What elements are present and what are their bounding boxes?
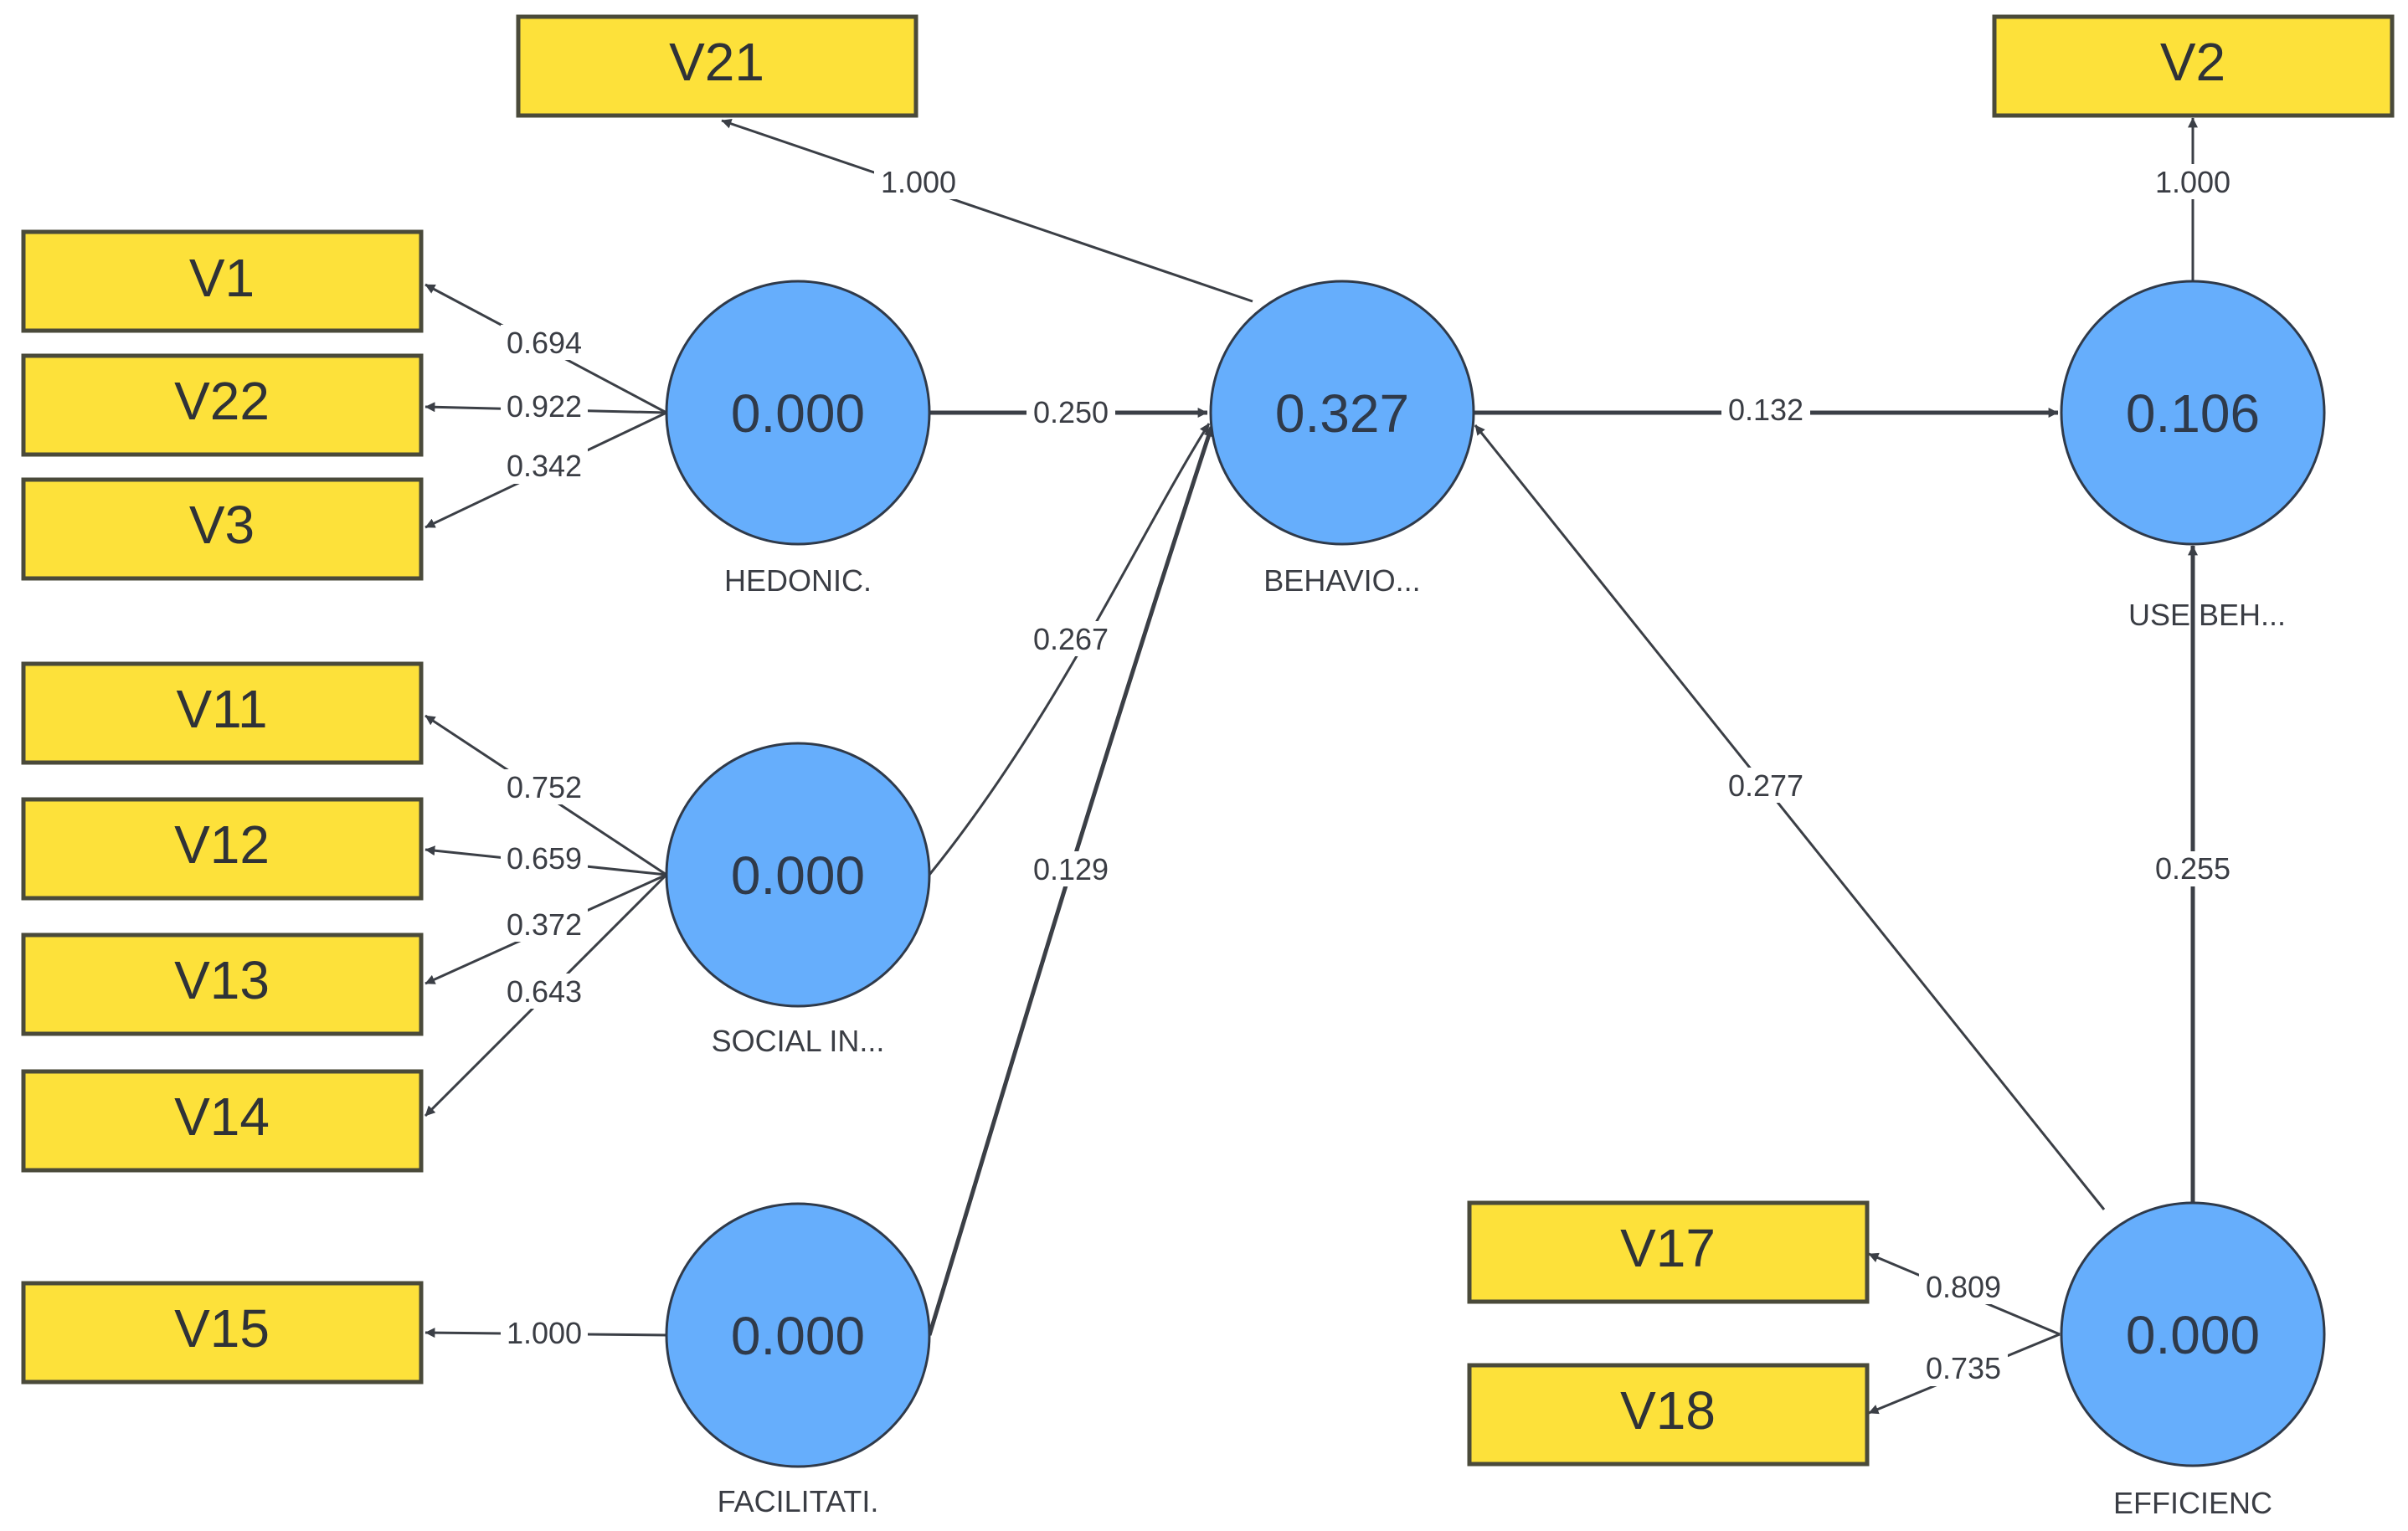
svg-text:V13: V13 bbox=[174, 950, 270, 1010]
loading-label-v3: 0.342 bbox=[507, 449, 582, 483]
path-edge-facilitating-behavioral: 0.129 bbox=[927, 426, 1214, 1336]
loading-label-v2: 1.000 bbox=[2155, 165, 2230, 199]
construct-label: SOCIAL IN... bbox=[712, 1024, 885, 1058]
indicator-v2[interactable]: V2 bbox=[1992, 14, 2395, 118]
svg-text:V1: V1 bbox=[189, 248, 255, 308]
indicator-v3[interactable]: V3 bbox=[21, 477, 424, 581]
svg-text:V2: V2 bbox=[2160, 32, 2225, 92]
path-label-behavioral-use-behavior: 0.132 bbox=[1728, 393, 1803, 427]
svg-text:V18: V18 bbox=[1620, 1380, 1716, 1441]
loading-edge-hedonic-v22: 0.922 bbox=[424, 389, 667, 424]
construct-efficiency[interactable]: 0.000 EFFICIENC bbox=[2060, 1201, 2326, 1520]
construct-label: FACILITATI. bbox=[718, 1484, 879, 1518]
construct-value: 0.106 bbox=[2126, 383, 2260, 444]
construct-value: 0.327 bbox=[1275, 383, 1409, 444]
construct-use-behavior[interactable]: 0.106 USE BEH... bbox=[2060, 280, 2326, 632]
indicator-v15[interactable]: V15 bbox=[21, 1281, 424, 1385]
construct-value: 0.000 bbox=[731, 1306, 865, 1366]
path-edge-hedonic-behavioral: 0.250 bbox=[929, 395, 1208, 430]
loading-label-v11: 0.752 bbox=[507, 770, 582, 804]
path-edge-social-behavioral: 0.267 bbox=[928, 423, 1211, 876]
svg-text:V15: V15 bbox=[174, 1298, 270, 1359]
indicators-layer: V1 V22 V3 V11 V12 V13 V14 V15 bbox=[21, 14, 2395, 1467]
path-label-efficiency-use-behavior: 0.255 bbox=[2155, 851, 2230, 886]
loading-edge-use-behavior-v2: 1.000 bbox=[2148, 117, 2237, 281]
loading-label-v13: 0.372 bbox=[507, 907, 582, 942]
construct-label: HEDONIC. bbox=[724, 563, 872, 598]
svg-text:V3: V3 bbox=[189, 495, 255, 555]
construct-hedonic[interactable]: 0.000 HEDONIC. bbox=[665, 280, 931, 598]
construct-label: USE BEH... bbox=[2128, 598, 2286, 632]
path-label-facilitating-behavioral: 0.129 bbox=[1033, 852, 1109, 886]
loading-edge-efficiency-v17: 0.809 bbox=[1868, 1252, 2061, 1336]
loading-edge-hedonic-v1: 0.694 bbox=[424, 283, 667, 414]
indicator-v17[interactable]: V17 bbox=[1467, 1200, 1870, 1304]
loading-edge-hedonic-v3: 0.342 bbox=[424, 411, 667, 529]
construct-behavioral[interactable]: 0.327 BEHAVIO... bbox=[1209, 280, 1475, 598]
loading-edge-behavioral-v21: 1.000 bbox=[721, 118, 1253, 303]
loading-label-v14: 0.643 bbox=[507, 974, 582, 1009]
loading-label-v17: 0.809 bbox=[1926, 1270, 2001, 1304]
indicator-v21[interactable]: V21 bbox=[516, 14, 918, 118]
constructs-layer: 0.000 HEDONIC. 0.000 SOCIAL IN... 0.000 … bbox=[665, 280, 2326, 1520]
indicator-v12[interactable]: V12 bbox=[21, 797, 424, 901]
path-edge-efficiency-behavioral: 0.277 bbox=[1474, 424, 2106, 1210]
indicator-v11[interactable]: V11 bbox=[21, 661, 424, 765]
svg-text:V21: V21 bbox=[669, 32, 764, 92]
construct-label: BEHAVIO... bbox=[1263, 563, 1420, 598]
loading-edge-facilitating-v15: 1.000 bbox=[424, 1316, 667, 1351]
construct-label: EFFICIENC bbox=[2113, 1486, 2272, 1520]
indicator-v14[interactable]: V14 bbox=[21, 1069, 424, 1173]
path-label-efficiency-behavioral: 0.277 bbox=[1728, 768, 1803, 803]
edges-layer: 0.694 0.922 0.342 0.752 0.659 0.372 bbox=[424, 117, 2237, 1415]
construct-social-influence[interactable]: 0.000 SOCIAL IN... bbox=[665, 742, 931, 1058]
loading-label-v1: 0.694 bbox=[507, 326, 582, 360]
loading-label-v22: 0.922 bbox=[507, 389, 582, 424]
indicator-v18[interactable]: V18 bbox=[1467, 1363, 1870, 1467]
construct-value: 0.000 bbox=[731, 383, 865, 444]
svg-text:V12: V12 bbox=[174, 814, 270, 875]
loading-label-v21: 1.000 bbox=[881, 165, 956, 199]
loading-label-v18: 0.735 bbox=[1926, 1351, 2001, 1385]
indicator-v13[interactable]: V13 bbox=[21, 932, 424, 1036]
loading-label-v12: 0.659 bbox=[507, 841, 582, 876]
construct-value: 0.000 bbox=[731, 845, 865, 906]
loading-edge-social-v12: 0.659 bbox=[424, 840, 667, 876]
loading-edge-social-v11: 0.752 bbox=[424, 714, 667, 876]
path-label-social-behavioral: 0.267 bbox=[1033, 622, 1109, 656]
svg-text:V14: V14 bbox=[174, 1087, 270, 1147]
path-edge-behavioral-use-behavior: 0.132 bbox=[1472, 392, 2059, 427]
loading-edge-efficiency-v18: 0.735 bbox=[1868, 1333, 2061, 1415]
loading-label-v15: 1.000 bbox=[507, 1316, 582, 1350]
path-edge-efficiency-use-behavior: 0.255 bbox=[2148, 545, 2237, 1203]
indicator-v1[interactable]: V1 bbox=[21, 229, 424, 333]
construct-facilitating[interactable]: 0.000 FACILITATI. bbox=[665, 1202, 931, 1518]
indicator-v22[interactable]: V22 bbox=[21, 353, 424, 457]
svg-text:V11: V11 bbox=[176, 679, 267, 739]
construct-value: 0.000 bbox=[2126, 1305, 2260, 1365]
loading-edge-social-v13: 0.372 bbox=[424, 873, 667, 985]
svg-text:V22: V22 bbox=[174, 371, 270, 431]
svg-text:V17: V17 bbox=[1620, 1218, 1716, 1278]
path-label-hedonic-behavioral: 0.250 bbox=[1033, 395, 1109, 429]
loading-edge-social-v14: 0.643 bbox=[424, 873, 668, 1117]
